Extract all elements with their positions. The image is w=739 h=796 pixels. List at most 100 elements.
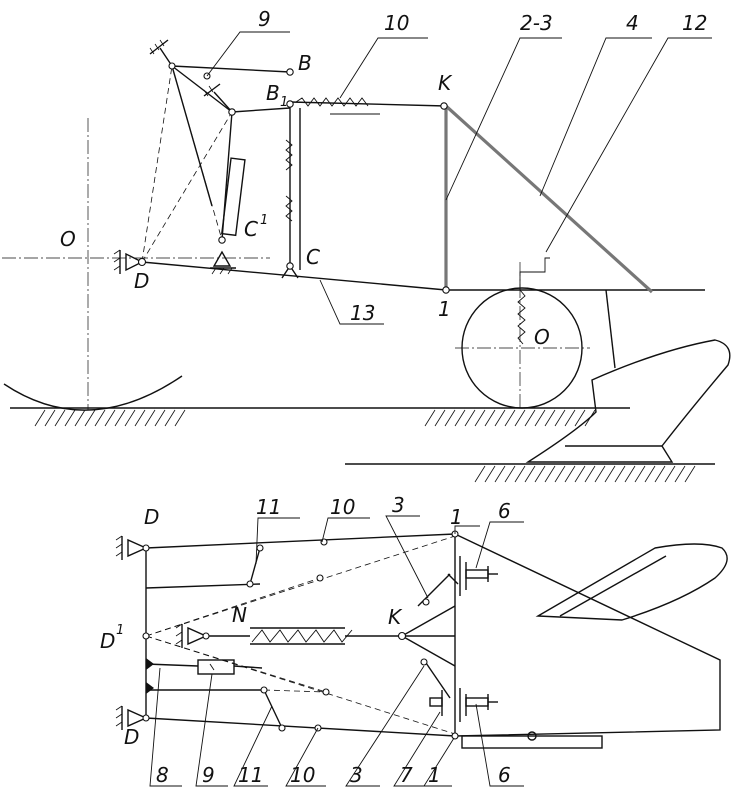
leader-8 <box>149 667 182 787</box>
tractor-wheel-arc <box>3 375 183 411</box>
label-k-plan: K <box>388 605 403 629</box>
dash-arm-to-c1 <box>171 65 223 241</box>
label-d-bot: D <box>124 725 139 749</box>
node-11-top-b <box>246 580 254 588</box>
leader-4 <box>539 37 652 197</box>
brace-3-bot <box>423 659 451 699</box>
dash-d-to-arm <box>141 65 173 263</box>
leader-12 <box>545 37 712 253</box>
pivot-anchor-mid <box>203 83 233 113</box>
label-11-top: 11 <box>256 495 281 519</box>
node-k-plan <box>397 631 407 641</box>
label-13: 13 <box>350 301 375 325</box>
pivot-anchor-top <box>149 39 173 67</box>
node-k <box>440 102 448 110</box>
support-wheel <box>461 287 583 409</box>
label-6-bot: 6 <box>498 763 511 787</box>
leader-3-top <box>385 515 429 599</box>
dash-d1-to-1-top <box>145 535 456 637</box>
node-11-top-a <box>256 544 264 552</box>
hydraulic-cylinder <box>221 157 246 237</box>
dash-11-bot <box>263 689 327 693</box>
frame-brace-4 <box>444 104 654 294</box>
top-link-spring <box>295 97 369 107</box>
node-c1 <box>218 236 226 244</box>
node-n <box>202 632 210 640</box>
label-1-top: 1 <box>450 505 463 529</box>
label-o-wheel: O <box>534 325 550 349</box>
upper-link-b <box>171 65 291 73</box>
wheel-7-hub <box>527 731 537 741</box>
node-d-bot <box>142 714 150 722</box>
brace-top-end <box>447 573 459 585</box>
label-12: 12 <box>682 11 707 35</box>
label-c1-sup: 1 <box>260 213 268 228</box>
leader-6-top <box>475 521 524 569</box>
node-11-top-c <box>316 574 324 582</box>
k-link-upper <box>401 605 456 637</box>
top-link-10 <box>289 101 447 107</box>
label-3-top: 3 <box>392 493 405 517</box>
label-3-bot: 3 <box>350 763 363 787</box>
wheel-spring <box>517 289 526 345</box>
link-10-bot <box>145 717 456 737</box>
leader-10-top <box>321 517 370 543</box>
label-10-top: 10 <box>330 495 355 519</box>
node-b1-pivot <box>228 108 236 116</box>
mast-spring-upper <box>285 139 293 171</box>
node-d <box>137 257 147 267</box>
label-8: 8 <box>156 763 169 787</box>
label-d: D <box>134 269 149 293</box>
label-b1-sub: 1 <box>280 95 288 110</box>
label-c: C <box>306 245 320 269</box>
mount-8a <box>146 658 154 670</box>
leader-6-bot <box>475 703 524 787</box>
leader-9-bot <box>195 673 228 787</box>
frame-outline <box>454 533 721 737</box>
dash-d1-to-11-bot <box>145 635 327 693</box>
label-b1: B <box>266 81 280 105</box>
label-11-bot: 11 <box>238 763 263 787</box>
leader-3-bot <box>345 665 425 787</box>
disk-unit-bottom <box>429 688 498 722</box>
top-link-spring-plan <box>251 629 353 643</box>
rocker-11-bot <box>263 689 283 729</box>
plough-body-plan <box>535 543 728 621</box>
link-9-bot <box>145 663 199 667</box>
leader-7 <box>393 711 441 787</box>
dash-d-to-b1 <box>141 111 233 263</box>
label-c1: C <box>244 217 258 241</box>
pivot-anchor-c1 <box>210 250 236 275</box>
wheel-bracket <box>519 257 550 290</box>
label-1-top: 1 <box>438 297 451 321</box>
leader-2-3 <box>445 37 562 201</box>
cylinder-9 <box>197 659 235 675</box>
top-side-view: 9 10 2-3 4 12 B B 1 K O C 1 C D 1 13 O <box>2 7 731 483</box>
leader-1-bot <box>423 737 455 787</box>
node-3-top <box>422 598 430 606</box>
leader-13 <box>319 279 384 325</box>
plough-stand <box>605 289 616 369</box>
label-d1-sup: 1 <box>116 623 124 638</box>
label-9: 9 <box>258 7 271 31</box>
leader-10-bot <box>285 727 326 787</box>
label-n: N <box>232 603 247 627</box>
anchor-d-bottom <box>115 705 148 730</box>
link-10-top <box>145 533 456 549</box>
label-b: B <box>298 51 312 75</box>
node-arm <box>168 62 176 70</box>
cylinder-9-mark <box>209 663 215 671</box>
label-d1: D <box>100 629 115 653</box>
leader-9 <box>206 31 290 77</box>
leader-10 <box>339 37 428 99</box>
node-1 <box>442 286 450 294</box>
node-b <box>286 68 294 76</box>
node-d1 <box>142 632 150 640</box>
node-1-bot <box>451 732 459 740</box>
pivot-anchor-d <box>113 249 144 274</box>
label-10-bot: 10 <box>290 763 315 787</box>
leader-11-top <box>255 517 300 565</box>
lift-arm <box>171 65 233 113</box>
label-d-top: D <box>144 505 159 529</box>
